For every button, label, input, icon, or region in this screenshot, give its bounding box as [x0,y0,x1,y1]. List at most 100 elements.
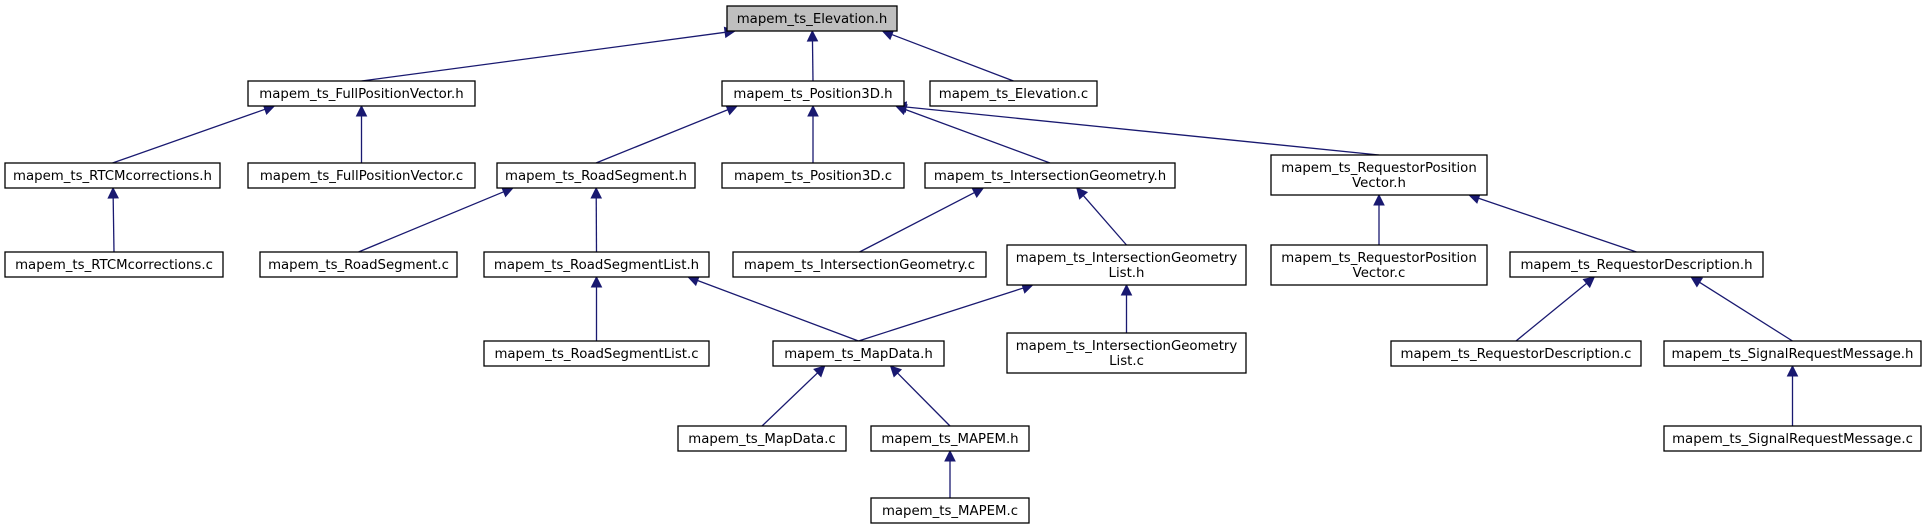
edge-elevation-c-to-elevation-h [881,29,1014,82]
node-box [732,251,987,278]
edge-roadsegment-c-to-roadsegment-h [358,186,514,253]
node-roadsegment-h[interactable]: mapem_ts_RoadSegment.h [496,162,696,189]
node-label: mapem_ts_RequestorPosition [1281,251,1477,266]
node-roadseglist-c[interactable]: mapem_ts_RoadSegmentList.c [483,340,710,367]
edge-line [595,109,729,164]
node-sigreqmsg-c[interactable]: mapem_ts_SignalRequestMessage.c [1663,425,1922,452]
node-position3d-c[interactable]: mapem_ts_Position3D.c [721,162,905,189]
node-box [772,340,945,367]
node-box [870,425,1030,452]
node-elevation-c[interactable]: mapem_ts_Elevation.c [929,80,1098,107]
edge-rtcm-c-to-rtcm-h [107,186,119,253]
node-mapem-c[interactable]: mapem_ts_MAPEM.c [870,497,1030,524]
node-label: mapem_ts_RequestorPosition [1281,161,1477,176]
node-box [496,162,696,189]
node-position3d-h[interactable]: mapem_ts_Position3D.h [721,80,905,107]
edge-reqposvec-c-to-reqposvec-h [1373,193,1385,245]
node-label: Vector.c [1353,266,1406,281]
arrowhead [1076,187,1089,200]
edge-position3d-h-to-elevation-h [806,29,819,82]
node-mapem-h[interactable]: mapem_ts_MAPEM.h [870,425,1030,452]
edge-roadsegment-h-to-position3d-h [595,104,739,164]
edge-roadseglist-h-to-roadsegment-h [590,186,603,253]
edge-line [905,106,1380,156]
node-label: mapem_ts_FullPositionVector.c [260,169,463,184]
edge-sigreqmsg-c-to-sigreqmsg-h [1786,364,1799,426]
arrowhead [107,186,119,199]
edge-intgeomlist-h-to-intgeom-h [1076,187,1127,246]
node-rtcm-h[interactable]: mapem_ts_RTCMcorrections.h [4,162,221,189]
node-box [1509,251,1764,278]
node-label: List.h [1109,266,1145,281]
edge-line [361,31,726,82]
node-sigreqmsg-h[interactable]: mapem_ts_SignalRequestMessage.h [1663,340,1922,367]
edge-line [112,108,266,164]
node-box [721,80,905,107]
arrowhead [944,449,956,462]
node-intgeom-h[interactable]: mapem_ts_IntersectionGeometry.h [924,162,1176,189]
edge-line [761,372,818,427]
node-label: mapem_ts_Position3D.h [733,87,892,102]
node-fullposvec-h[interactable]: mapem_ts_FullPositionVector.h [247,80,476,107]
edge-reqdesc-h-to-reqposvec-h [1468,192,1637,253]
node-mapdata-c[interactable]: mapem_ts_MapData.c [677,425,847,452]
edge-mapdata-h-to-roadseglist-h [687,275,859,342]
arrowhead [813,365,826,378]
node-box [924,162,1176,189]
edge-line [897,372,951,427]
node-label: mapem_ts_Position3D.c [734,169,892,184]
node-label: List.c [1109,354,1144,369]
node-box [1006,332,1247,374]
node-box [726,5,898,32]
node-label: mapem_ts_IntersectionGeometry.c [744,258,975,273]
node-roadseglist-h[interactable]: mapem_ts_RoadSegmentList.h [483,251,710,278]
edge-line [1082,195,1127,246]
node-label: mapem_ts_IntersectionGeometry [1016,251,1238,266]
node-label: mapem_ts_RoadSegmentList.h [494,258,699,273]
arrowhead [1120,283,1133,296]
arrowhead [806,29,819,42]
edge-fullposvec-c-to-fullposvec-h [355,104,368,163]
node-label: mapem_ts_RoadSegmentList.c [494,347,698,362]
node-box [721,162,905,189]
arrowhead [1690,276,1704,288]
node-label: mapem_ts_IntersectionGeometry.h [934,169,1166,184]
nodes-layer: mapem_ts_Elevation.h mapem_ts_FullPositio… [4,5,1922,524]
node-fullposvec-c[interactable]: mapem_ts_FullPositionVector.c [247,162,476,189]
node-label: mapem_ts_RoadSegment.c [268,258,449,273]
arrowhead [1582,276,1596,289]
node-box [483,340,710,367]
edge-line [697,279,859,342]
edges-layer [107,26,1799,498]
node-reqdesc-h[interactable]: mapem_ts_RequestorDescription.h [1509,251,1764,278]
edge-mapem-h-to-mapdata-h [889,365,951,427]
node-reqdesc-c[interactable]: mapem_ts_RequestorDescription.c [1390,340,1642,367]
node-box [1006,244,1247,286]
node-mapdata-h[interactable]: mapem_ts_MapData.h [772,340,945,367]
node-label: mapem_ts_MAPEM.c [882,504,1018,519]
arrowhead [1373,193,1385,206]
node-rtcm-c[interactable]: mapem_ts_RTCMcorrections.c [4,251,224,278]
node-roadsegment-c[interactable]: mapem_ts_RoadSegment.c [259,251,458,278]
edge-line [358,191,504,253]
node-box [677,425,847,452]
node-label: mapem_ts_MapData.h [784,347,933,362]
edge-reqposvec-h-to-position3d-h [894,101,1380,156]
node-intgeom-c[interactable]: mapem_ts_IntersectionGeometry.c [732,251,987,278]
node-box [870,497,1030,524]
arrowhead [355,104,368,117]
node-label: mapem_ts_Elevation.h [737,12,888,27]
node-box [1663,425,1922,452]
node-label: mapem_ts_SignalRequestMessage.h [1672,347,1914,362]
node-label: mapem_ts_RequestorDescription.h [1520,258,1752,273]
edge-line [891,33,1014,82]
edge-intgeom-c-to-intgeom-h [859,187,985,253]
node-box [247,80,476,107]
node-elevation-h[interactable]: mapem_ts_Elevation.h [726,5,898,32]
node-label: Vector.h [1352,176,1406,191]
